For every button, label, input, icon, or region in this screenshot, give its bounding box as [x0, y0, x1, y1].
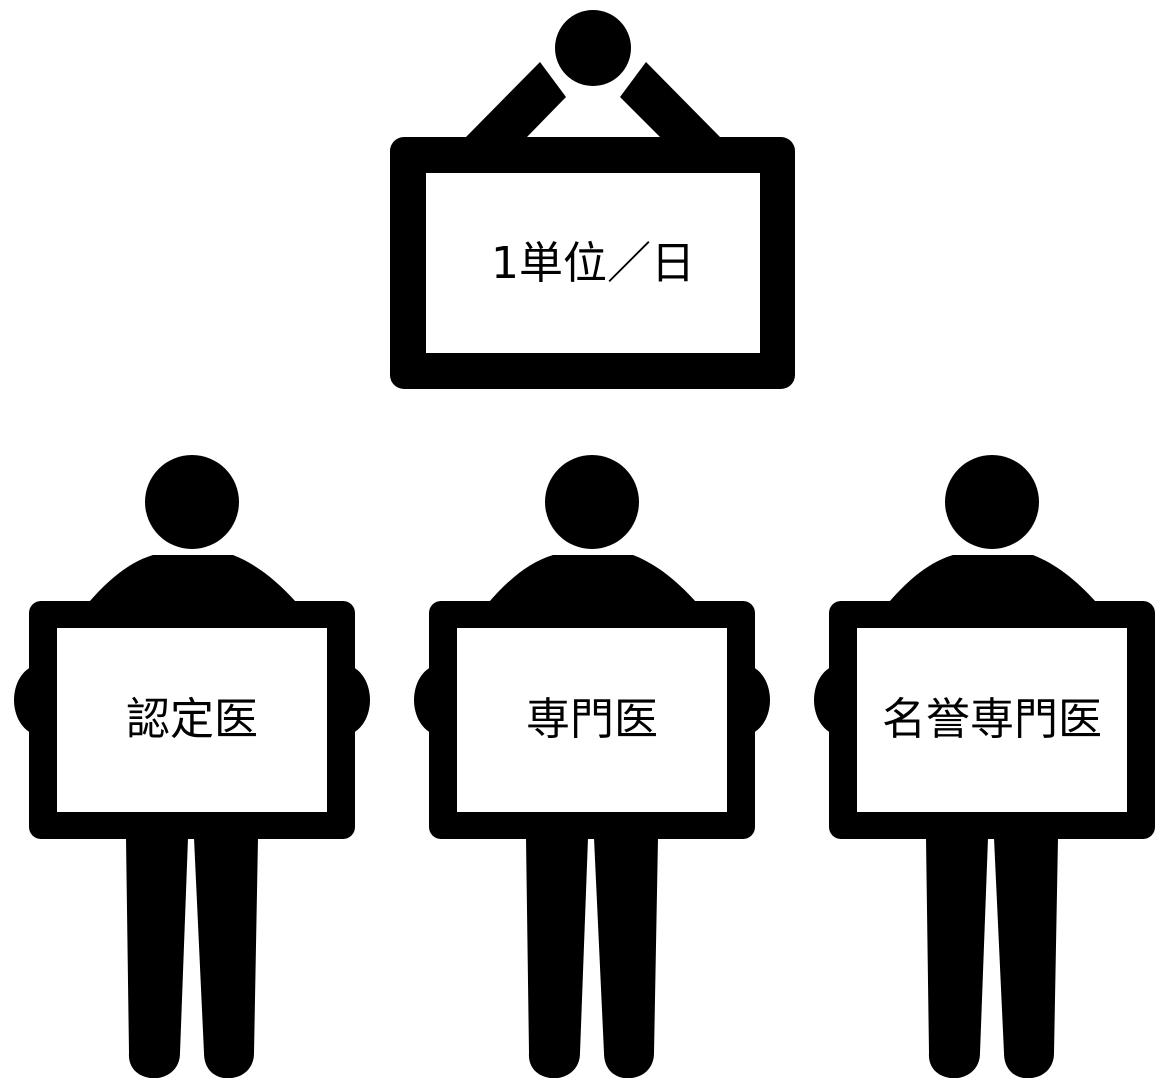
hanging-sign-string-right: [620, 62, 720, 137]
person-shoulders: [889, 555, 1096, 602]
person-sign-text: 認定医: [126, 694, 258, 745]
person-shoulders: [89, 555, 296, 602]
person-sign-face: [857, 628, 1127, 812]
person-sign-face: [57, 628, 327, 812]
person-head: [145, 455, 239, 549]
person-2: 専門医: [414, 455, 770, 1078]
person-head: [945, 455, 1039, 549]
hanging-sign-face: [426, 173, 760, 353]
person-right-leg: [594, 838, 658, 1078]
person-sign-text: 名誉専門医: [882, 694, 1102, 745]
person-right-leg: [994, 838, 1058, 1078]
person-sign-text: 専門医: [526, 694, 658, 745]
person-left-leg: [926, 838, 988, 1078]
person-right-leg: [194, 838, 258, 1078]
person-1: 認定医: [14, 455, 370, 1078]
person-head: [545, 455, 639, 549]
person-left-leg: [126, 838, 188, 1078]
hanging-sign-string-left: [466, 62, 566, 137]
person-3: 名誉専門医: [814, 455, 1155, 1078]
hanging-sign: 1単位／日: [390, 10, 795, 389]
person-sign-face: [457, 628, 727, 812]
person-left-leg: [526, 838, 588, 1078]
person-shoulders: [489, 555, 696, 602]
hanging-sign-hook: [555, 10, 631, 86]
hanging-sign-text: 1単位／日: [491, 238, 695, 289]
